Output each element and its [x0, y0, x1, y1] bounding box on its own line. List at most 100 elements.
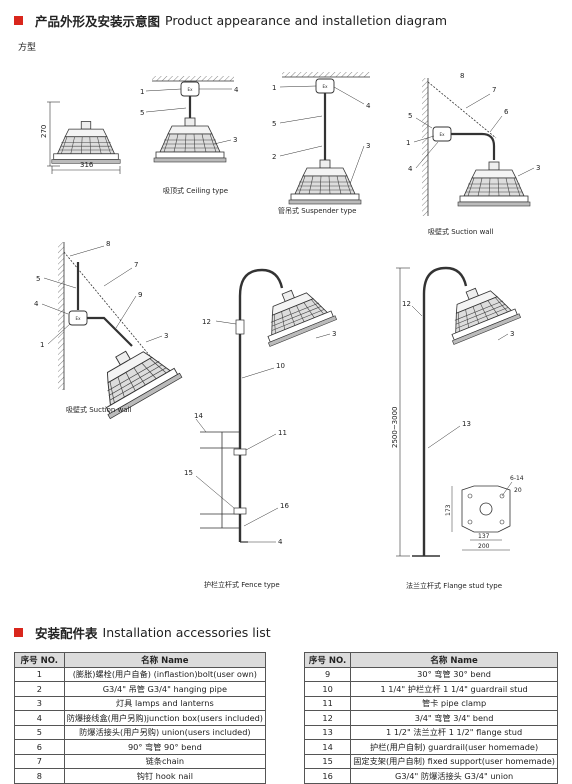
cell-name: 链条chain: [63, 753, 267, 769]
cell-no: 1: [14, 666, 65, 682]
callout-number: 7: [134, 261, 138, 269]
cell-no: 3: [14, 695, 65, 711]
accessories-table-left: 序号 NO. 名称 Name 1(膨胀)螺栓(用户自备) (inflastion…: [14, 652, 267, 784]
dimension-label: 200: [478, 543, 490, 550]
cell-no: 2: [14, 681, 65, 697]
flange-plate-detail: 173 137 200 6-14 20: [445, 475, 524, 551]
cell-no: 10: [303, 681, 352, 697]
callout-number: 1: [272, 84, 276, 92]
caption-fence: 护栏立杆式 Fence type: [204, 580, 280, 589]
suction-wall-diagram-2: 8 7 5 9 4 1 3 吸壁式 Suction wall: [34, 240, 183, 420]
callout-number: 4: [278, 538, 283, 546]
callout-number: 16: [280, 502, 289, 510]
callout-number: 3: [233, 136, 237, 144]
cell-no: 15: [303, 753, 352, 769]
cell-name: 防爆接线盒(用户另购)junction box(users included): [63, 710, 267, 726]
callout-number: 3: [536, 164, 540, 172]
section-header-accessories: 安装配件表 Installation accessories list: [14, 623, 271, 642]
cell-name: 90° 弯管 90° bend: [63, 739, 267, 755]
callout-number: 4: [34, 300, 39, 308]
callout-number: 11: [278, 429, 287, 437]
caption-suspender: 管吊式 Suspender type: [278, 206, 356, 215]
callout-number: 3: [164, 332, 168, 340]
flange-type-diagram: 2500~3000 12 3 13 173 137 200 6-14 20 法兰…: [391, 266, 524, 590]
dim-pole: 2500~3000: [391, 407, 399, 449]
section2-title-cn: 安装配件表: [35, 626, 98, 641]
callout-number: 5: [408, 112, 412, 120]
cell-name: 管卡 pipe clamp: [350, 695, 558, 711]
callout-number: 6: [504, 108, 509, 116]
callout-number: 3: [366, 142, 370, 150]
callout-number: 2: [272, 153, 276, 161]
callout-number: 3: [510, 330, 514, 338]
dimension-label: 6-14: [510, 475, 524, 482]
dim-height: 270: [40, 125, 48, 138]
subtitle: 方型: [18, 43, 37, 53]
callout-number: 13: [462, 420, 471, 428]
callout-number: 4: [234, 86, 239, 94]
callout-number: 12: [402, 300, 411, 308]
red-square-icon: [14, 628, 23, 637]
caption-wall-2: 吸壁式 Suction wall: [66, 405, 132, 414]
cell-no: 8: [14, 768, 65, 784]
caption-wall-1: 吸壁式 Suction wall: [428, 227, 494, 236]
callout-number: 3: [332, 330, 336, 338]
callout-number: 1: [406, 139, 410, 147]
red-square-icon: [14, 16, 23, 25]
cell-name: 1 1/2" 法兰立杆 1 1/2" flange stud: [350, 724, 558, 740]
section-header-appearance: 产品外形及安装示意图 Product appearance and instal…: [14, 11, 447, 30]
section-title-cn: 产品外形及安装示意图: [35, 14, 161, 29]
cell-no: 11: [303, 695, 352, 711]
cell-name: 1 1/4" 护栏立杆 1 1/4" guardrail stud: [350, 681, 558, 697]
cell-name: 钩钉 hook nail: [63, 768, 267, 784]
callout-number: 10: [276, 362, 285, 370]
dimension-label: 20: [514, 487, 522, 494]
callout-number: 15: [184, 469, 193, 477]
callout-number: 4: [366, 102, 371, 110]
col-header-name: 名称 Name: [350, 652, 558, 668]
dimension-label: 173: [445, 504, 452, 516]
cell-name: (膨胀)螺栓(用户自备) (inflastion)bolt(user own): [63, 666, 267, 682]
cell-no: 7: [14, 753, 65, 769]
callout-number: 5: [272, 120, 276, 128]
table-header-row: 序号 NO. 名称 Name: [14, 652, 267, 668]
callout-number: 7: [492, 86, 496, 94]
suspender-type-diagram: 1 4 5 2 3 管吊式 Suspender type: [272, 72, 371, 215]
cell-no: 14: [303, 739, 352, 755]
cell-no: 12: [303, 710, 352, 726]
cell-no: 6: [14, 739, 65, 755]
cell-name: 3/4" 弯管 3/4" bend: [350, 710, 558, 726]
caption-ceiling: 吸顶式 Ceiling type: [163, 186, 228, 195]
callout-number: 1: [40, 341, 44, 349]
callout-number: 5: [36, 275, 40, 283]
cell-name: 灯具 lamps and lanterns: [63, 695, 267, 711]
section-title-en: Product appearance and installetion diag…: [165, 13, 448, 28]
callout-number: 4: [408, 165, 413, 173]
dimension-label: 137: [478, 533, 490, 540]
callout-number: 9: [138, 291, 142, 299]
fence-type-diagram: 12 3 10 14 11 15 16 4 护栏立杆式 Fence type: [184, 268, 338, 589]
col-header-no: 序号 NO.: [14, 652, 65, 668]
cell-name: 30° 弯管 30° bend: [350, 666, 558, 682]
suction-wall-diagram-1: 8 7 6 5 1 4 3 吸壁式 Suction wall: [406, 72, 540, 236]
cell-name: 防爆活接头(用户另购) union(users included): [63, 724, 267, 740]
dim-width: 316: [80, 161, 94, 169]
callout-number: 12: [202, 318, 211, 326]
section2-title-en: Installation accessories list: [102, 625, 271, 640]
cell-no: 5: [14, 724, 65, 740]
table-row: 1(膨胀)螺栓(用户自备) (inflastion)bolt(user own): [14, 666, 267, 682]
callout-number: 8: [460, 72, 464, 80]
caption-flange: 法兰立杆式 Flange stud type: [406, 581, 502, 590]
cell-name: G3/4" 防爆活接头 G3/4" union: [350, 768, 558, 784]
